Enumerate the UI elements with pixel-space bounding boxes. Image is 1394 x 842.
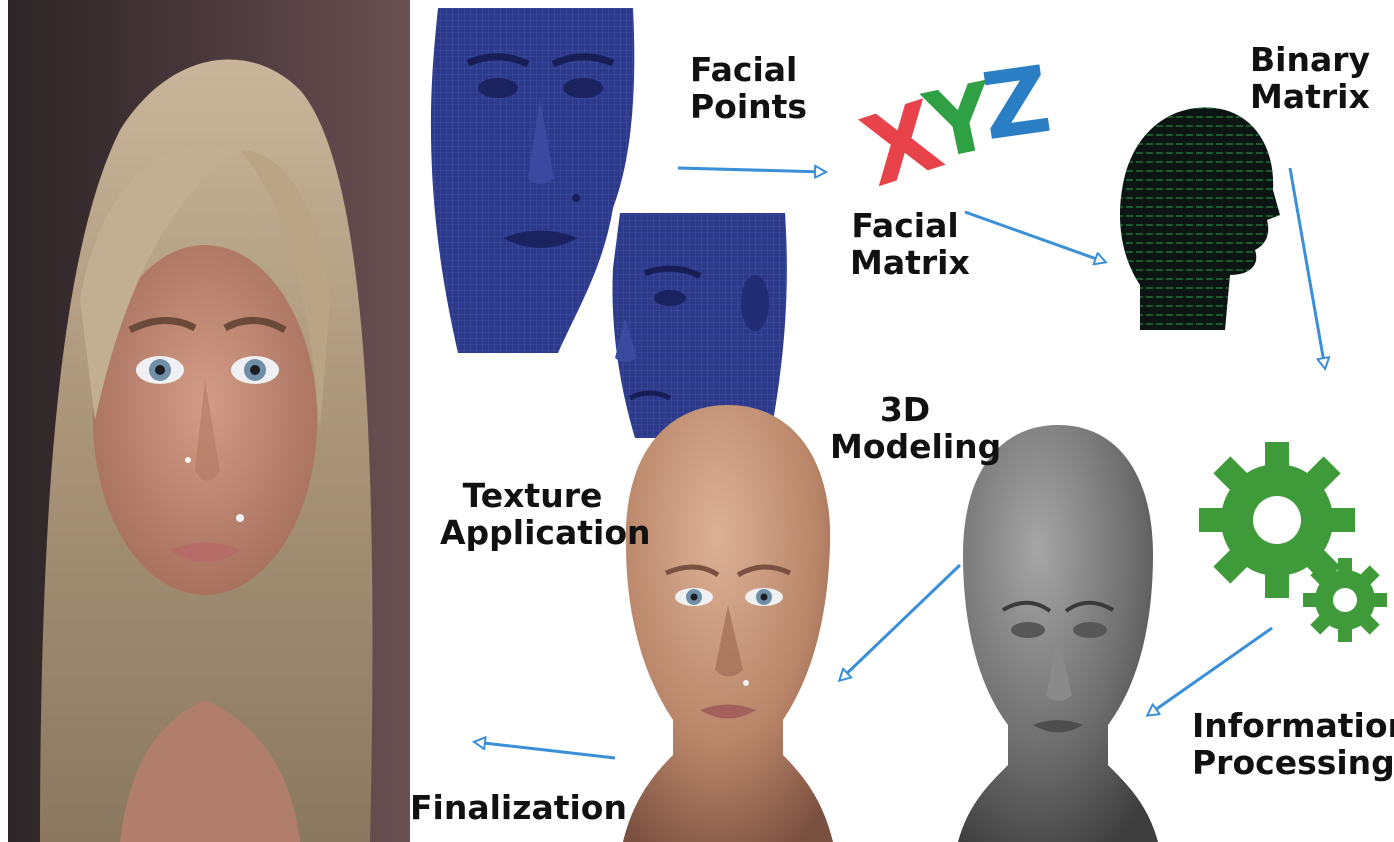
portrait-photo-graphic: [0, 0, 410, 842]
label-texture-application-line2: Application: [440, 515, 625, 552]
label-binary-matrix-line1: Binary: [1250, 42, 1365, 79]
label-3d-modeling: 3D Modeling: [830, 392, 980, 466]
label-facial-points: Facial Points: [690, 52, 795, 126]
binary-head-graphic: [1115, 95, 1280, 330]
label-information-processing: Information Processing: [1192, 708, 1384, 782]
arrow-textured-to-final: [475, 742, 615, 758]
wireframe-head-side-graphic: [605, 208, 790, 438]
xyz-graphic: X Y Z: [865, 60, 1050, 200]
label-finalization: Finalization: [410, 790, 600, 827]
label-texture-application-line1: Texture: [440, 478, 625, 515]
label-3d-modeling-line1: 3D: [830, 392, 980, 429]
label-information-processing-line2: Processing: [1192, 745, 1384, 782]
gears-icon: [1205, 405, 1385, 650]
grey-head-graphic: [958, 425, 1158, 842]
arrow-points-to-xyz: [678, 168, 825, 172]
gears-graphic: [1205, 405, 1385, 650]
wireframe-head-side: [605, 208, 790, 438]
textured-head-graphic: [618, 405, 838, 842]
label-facial-matrix-line2: Matrix: [850, 245, 960, 282]
label-facial-points-line2: Points: [690, 89, 795, 126]
label-information-processing-line1: Information: [1192, 708, 1384, 745]
portrait-photo: [0, 0, 410, 842]
binary-head-silhouette: [1115, 95, 1280, 330]
arrow-grey-to-textured: [840, 565, 960, 680]
z-letter: Z: [976, 46, 1057, 161]
arrow-matrix-to-binary: [965, 212, 1105, 262]
textured-3d-head: [618, 405, 838, 842]
label-3d-modeling-line2: Modeling: [830, 429, 980, 466]
label-facial-points-line1: Facial: [690, 52, 795, 89]
label-finalization-line1: Finalization: [410, 790, 600, 827]
label-facial-matrix-line1: Facial: [850, 208, 960, 245]
grey-3d-head: [958, 425, 1158, 842]
arrow-binary-to-gears: [1290, 168, 1325, 368]
label-facial-matrix: Facial Matrix: [850, 208, 960, 282]
label-binary-matrix: Binary Matrix: [1250, 42, 1365, 116]
label-binary-matrix-line2: Matrix: [1250, 79, 1365, 116]
label-texture-application: Texture Application: [440, 478, 625, 552]
